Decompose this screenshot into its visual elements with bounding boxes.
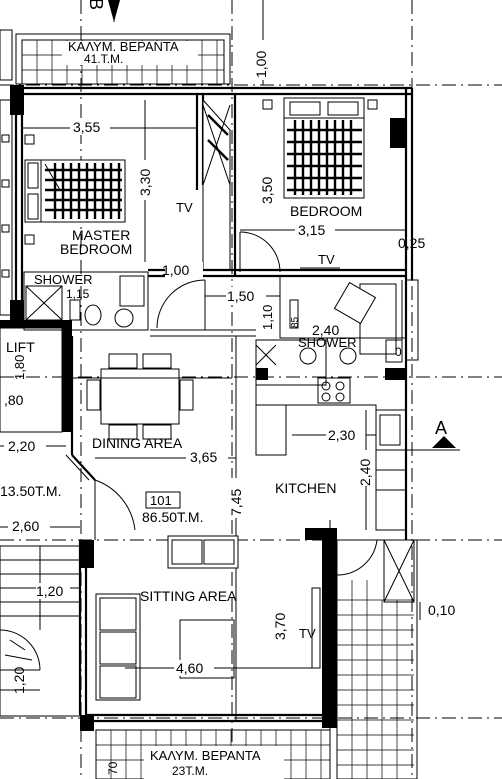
- dim-1-10: 1,10: [260, 305, 275, 330]
- section-marker-a-label: A: [435, 418, 447, 438]
- dim-3-65: 3,65: [190, 449, 217, 465]
- sofa-top: [167, 535, 239, 569]
- stair-area-label: 13.50T.M.: [0, 483, 61, 499]
- shower-left-label: SHOWER: [34, 272, 93, 287]
- dim-1-00-mid: 1,00: [162, 262, 189, 278]
- dim-85: 85: [290, 316, 301, 328]
- dim-3-55: 3,55: [73, 119, 100, 135]
- dim-7-45: 7,45: [228, 489, 244, 516]
- dim-2-60: 2,60: [12, 518, 39, 534]
- dim-1-50: 1,50: [227, 288, 254, 304]
- bedroom-right: [233, 94, 365, 275]
- dim-1-20-a: 1,20: [36, 583, 63, 599]
- dim-1-20-b: 1,20: [11, 667, 27, 694]
- bedroom-label: BEDROOM: [290, 203, 362, 219]
- dining-table: [86, 353, 194, 440]
- master-bed: [24, 159, 126, 223]
- dim-3-30: 3,30: [137, 169, 153, 196]
- shower-right-label: SHOWER: [298, 335, 357, 350]
- dim-3-15: 3,15: [298, 222, 325, 238]
- section-marker-b-label: B: [86, 0, 106, 10]
- kitchen-counter: [255, 339, 407, 531]
- sofa-left: [95, 593, 141, 701]
- shower-left: [23, 271, 149, 331]
- dim-2-40-top: 2,40: [312, 322, 339, 338]
- bottom-veranda: [95, 729, 331, 779]
- top-veranda-area: 41.Τ.Μ.: [84, 52, 123, 66]
- top-veranda: [15, 33, 231, 85]
- dim-70: 70: [106, 761, 120, 775]
- tv-label-bedroom: TV: [318, 252, 335, 267]
- dim-2-20: 2,20: [8, 438, 35, 454]
- tv-label-master: TV: [176, 200, 193, 215]
- section-marker-b: [108, 0, 120, 22]
- unit-area: 86.50T.M.: [142, 509, 203, 525]
- dim-0-small: 0: [395, 345, 402, 359]
- dim-1-80: 1,80: [12, 355, 27, 380]
- master-bedroom-label-2: BEDROOM: [60, 241, 132, 257]
- master-bedroom: [195, 94, 231, 271]
- bottom-veranda-label: ΚΑΛΥΜ. ΒΕΡΑΝΤΑ: [150, 748, 261, 763]
- dim-2-40-side: 2,40: [357, 459, 373, 486]
- left-column-markers: [0, 29, 378, 316]
- right-balcony: [336, 539, 418, 779]
- unit-number: 101: [150, 493, 172, 508]
- dining-area-label: DINING AREA: [92, 435, 183, 451]
- sitting-area-label: SITTING AREA: [140, 588, 237, 604]
- dim-0-25: 0,25: [398, 235, 425, 251]
- dim-3-70: 3,70: [272, 613, 288, 640]
- master-bedroom-label-1: MASTER: [72, 227, 130, 243]
- kitchen-label: KITCHEN: [275, 480, 336, 496]
- section-marker-a: [406, 436, 460, 451]
- dim-1-00-top: 1,00: [253, 51, 269, 78]
- bottom-veranda-area: 23Τ.Μ.: [172, 764, 208, 778]
- dim-3-50: 3,50: [259, 177, 275, 204]
- dim-4-60: 4,60: [176, 660, 203, 676]
- dim-0-10: 0,10: [428, 602, 455, 618]
- tv-label-sitting: TV: [299, 626, 316, 641]
- lift-label: LIFT: [6, 339, 35, 355]
- dim-80: ,80: [4, 392, 24, 408]
- dim-2-30-text: 2,30: [328, 427, 355, 443]
- staircase: [0, 545, 81, 717]
- shower-right: [279, 275, 419, 365]
- outer-walls: [10, 85, 414, 540]
- lift: [0, 320, 72, 433]
- top-veranda-label: ΚΑΛΥΜ. ΒΕΡΑΝΤΑ: [68, 39, 179, 54]
- living-shell: [65, 336, 406, 731]
- dim-1-15: 1,15: [66, 287, 90, 301]
